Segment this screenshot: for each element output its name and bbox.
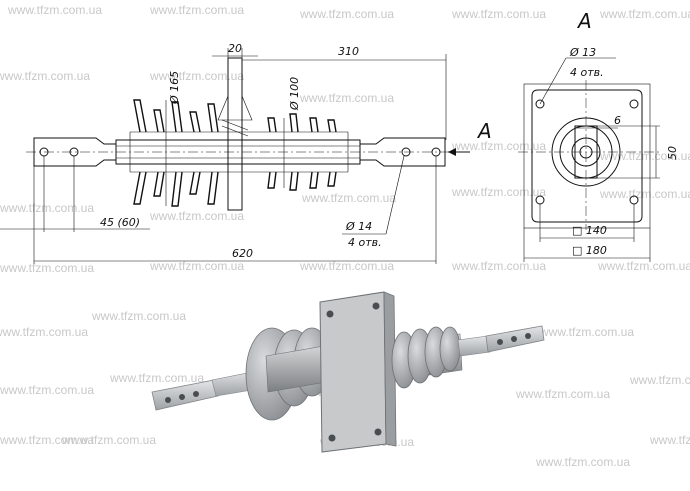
dim-mount-holes: Ø 14 <box>345 220 372 233</box>
watermark: www.tfzm.com.ua <box>451 7 546 21</box>
insulator-render <box>151 291 545 453</box>
dim-hole-spacing: 45 (60) <box>100 216 140 229</box>
bolt-hole <box>629 99 639 109</box>
sheds-left <box>133 99 219 207</box>
watermark: www.tfzm.com.ua <box>149 259 244 273</box>
dim-shed-diameter: Ø 165 <box>168 71 181 105</box>
end-flange-outline <box>523 83 651 229</box>
insulator-core <box>115 139 361 165</box>
end-flange-square <box>531 89 643 223</box>
watermark: www.tfzm.com.ua <box>149 209 244 223</box>
end-dim-bolt-square: □ 140 <box>572 224 607 237</box>
watermark: www.tfzm.com.ua <box>597 259 690 273</box>
dim-length-part: 310 <box>338 45 359 58</box>
end-core-outer <box>551 117 621 187</box>
watermark: www.tfzm.com.ua <box>515 387 610 401</box>
end-terminal-bar <box>574 125 598 179</box>
end-dim-flange-square: □ 180 <box>572 244 607 257</box>
core-section-outline <box>129 131 349 173</box>
render-shed <box>439 326 461 372</box>
end-view: A Ø 13 4 отв. 6 50 □ 1 <box>518 9 679 262</box>
watermark: www.tfzm.com.ua <box>301 191 396 205</box>
watermark: www.tfzm.com.ua <box>299 91 394 105</box>
watermark: www.tfzm.com.ua <box>299 259 394 273</box>
end-view-title: A <box>576 9 592 33</box>
watermark: www.tfzm.com.ua <box>0 69 90 83</box>
dim-core-diameter: Ø 100 <box>288 77 301 111</box>
end-dim-bar-width: 50 <box>666 146 679 160</box>
watermark: www.tfzm.com.ua <box>649 433 690 447</box>
watermark: www.tfzm.com.ua <box>0 201 94 215</box>
end-core-inner <box>571 137 601 167</box>
watermark: www.tfzm.com.ua <box>299 7 394 21</box>
dim-total-length: 620 <box>232 247 253 260</box>
flange-weld <box>217 95 253 121</box>
terminal-hole <box>401 147 411 157</box>
dim-flange-thickness: 20 <box>228 42 242 55</box>
watermark: www.tfzm.com.ua <box>91 309 186 323</box>
watermark: www.tfzm.com.ua <box>599 187 690 201</box>
end-dim-terminal-holes: Ø 13 <box>569 46 596 59</box>
watermark: www.tfzm.com.ua <box>599 149 690 163</box>
watermark: www.tfzm.com.ua <box>0 325 88 339</box>
watermark: www.tfzm.com.ua <box>451 259 546 273</box>
watermark: www.tfzm.com.ua <box>629 373 690 387</box>
watermark: www.tfzm.com.ua <box>539 325 634 339</box>
dim-mount-holes-count: 4 отв. <box>348 236 382 249</box>
watermark: www.tfzm.com.ua <box>61 433 156 447</box>
watermark: www.tfzm.com.ua <box>149 3 244 17</box>
watermark: www.tfzm.com.ua <box>451 185 546 199</box>
watermark: www.tfzm.com.ua <box>7 3 102 17</box>
watermark: www.tfzm.com.ua <box>149 69 244 83</box>
bolt-hole <box>535 99 545 109</box>
watermark: www.tfzm.com.ua <box>0 433 94 447</box>
watermark: www.tfzm.com.ua <box>0 383 94 397</box>
watermark: www.tfzm.com.ua <box>109 371 204 385</box>
sheds-right <box>267 113 337 191</box>
side-view: 20 310 Ø 165 Ø 100 45 (60) 620 Ø 14 4 от… <box>0 42 492 264</box>
end-dim-bar-thickness: 6 <box>614 114 621 127</box>
watermark: www.tfzm.com.ua <box>599 7 690 21</box>
watermark: www.tfzm.com.ua <box>535 455 630 469</box>
section-label: A <box>476 119 492 143</box>
watermark: www.tfzm.com.ua <box>0 261 94 275</box>
watermark: www.tfzm.com.ua <box>451 139 546 153</box>
end-dim-terminal-holes-count: 4 отв. <box>570 66 604 79</box>
